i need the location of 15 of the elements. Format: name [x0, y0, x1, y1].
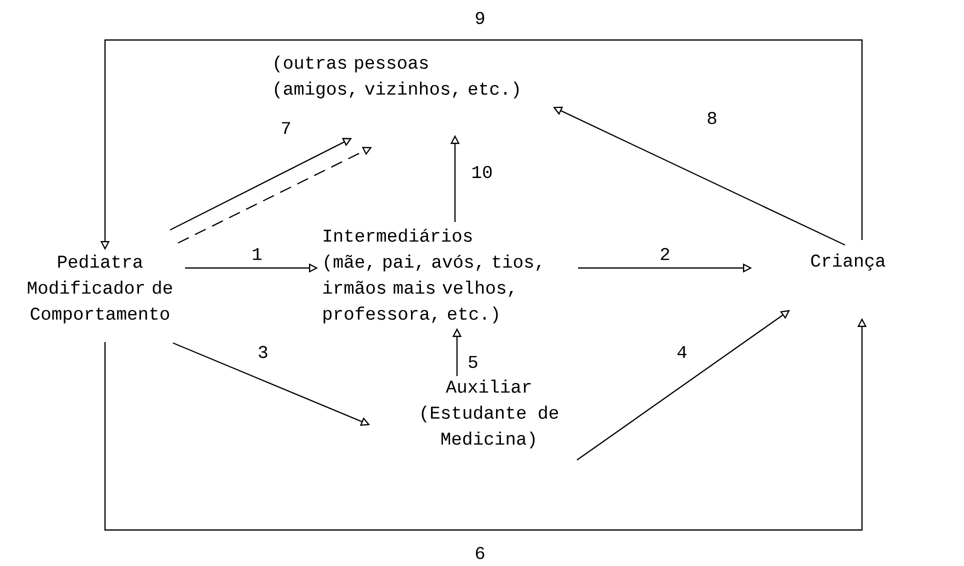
node-label: Intermediários (mãe, pai, avós, tios, irmãos mais velhos, professora, etc.)	[323, 228, 540, 324]
edge-label: 8	[706, 110, 718, 126]
edge-label: 4	[676, 345, 688, 359]
edge-label: 5	[466, 355, 480, 370]
node-label: Criança	[811, 254, 886, 270]
node-label: Pediatra Modificador de Comportamento	[28, 254, 172, 324]
edge-label: 2	[658, 246, 672, 262]
node-label: (outras pessoas (amigos, vizinhos, etc.)	[275, 56, 519, 98]
edge-label: 3	[256, 344, 270, 360]
node-label: Auxiliar (Estudante de Medicina)	[422, 380, 558, 448]
edge-label: 7	[280, 121, 292, 135]
edge-label: 10	[470, 164, 494, 180]
edge-label: 6	[474, 546, 486, 560]
edge-label: 9	[474, 10, 486, 26]
edge-label: 1	[250, 247, 264, 261]
